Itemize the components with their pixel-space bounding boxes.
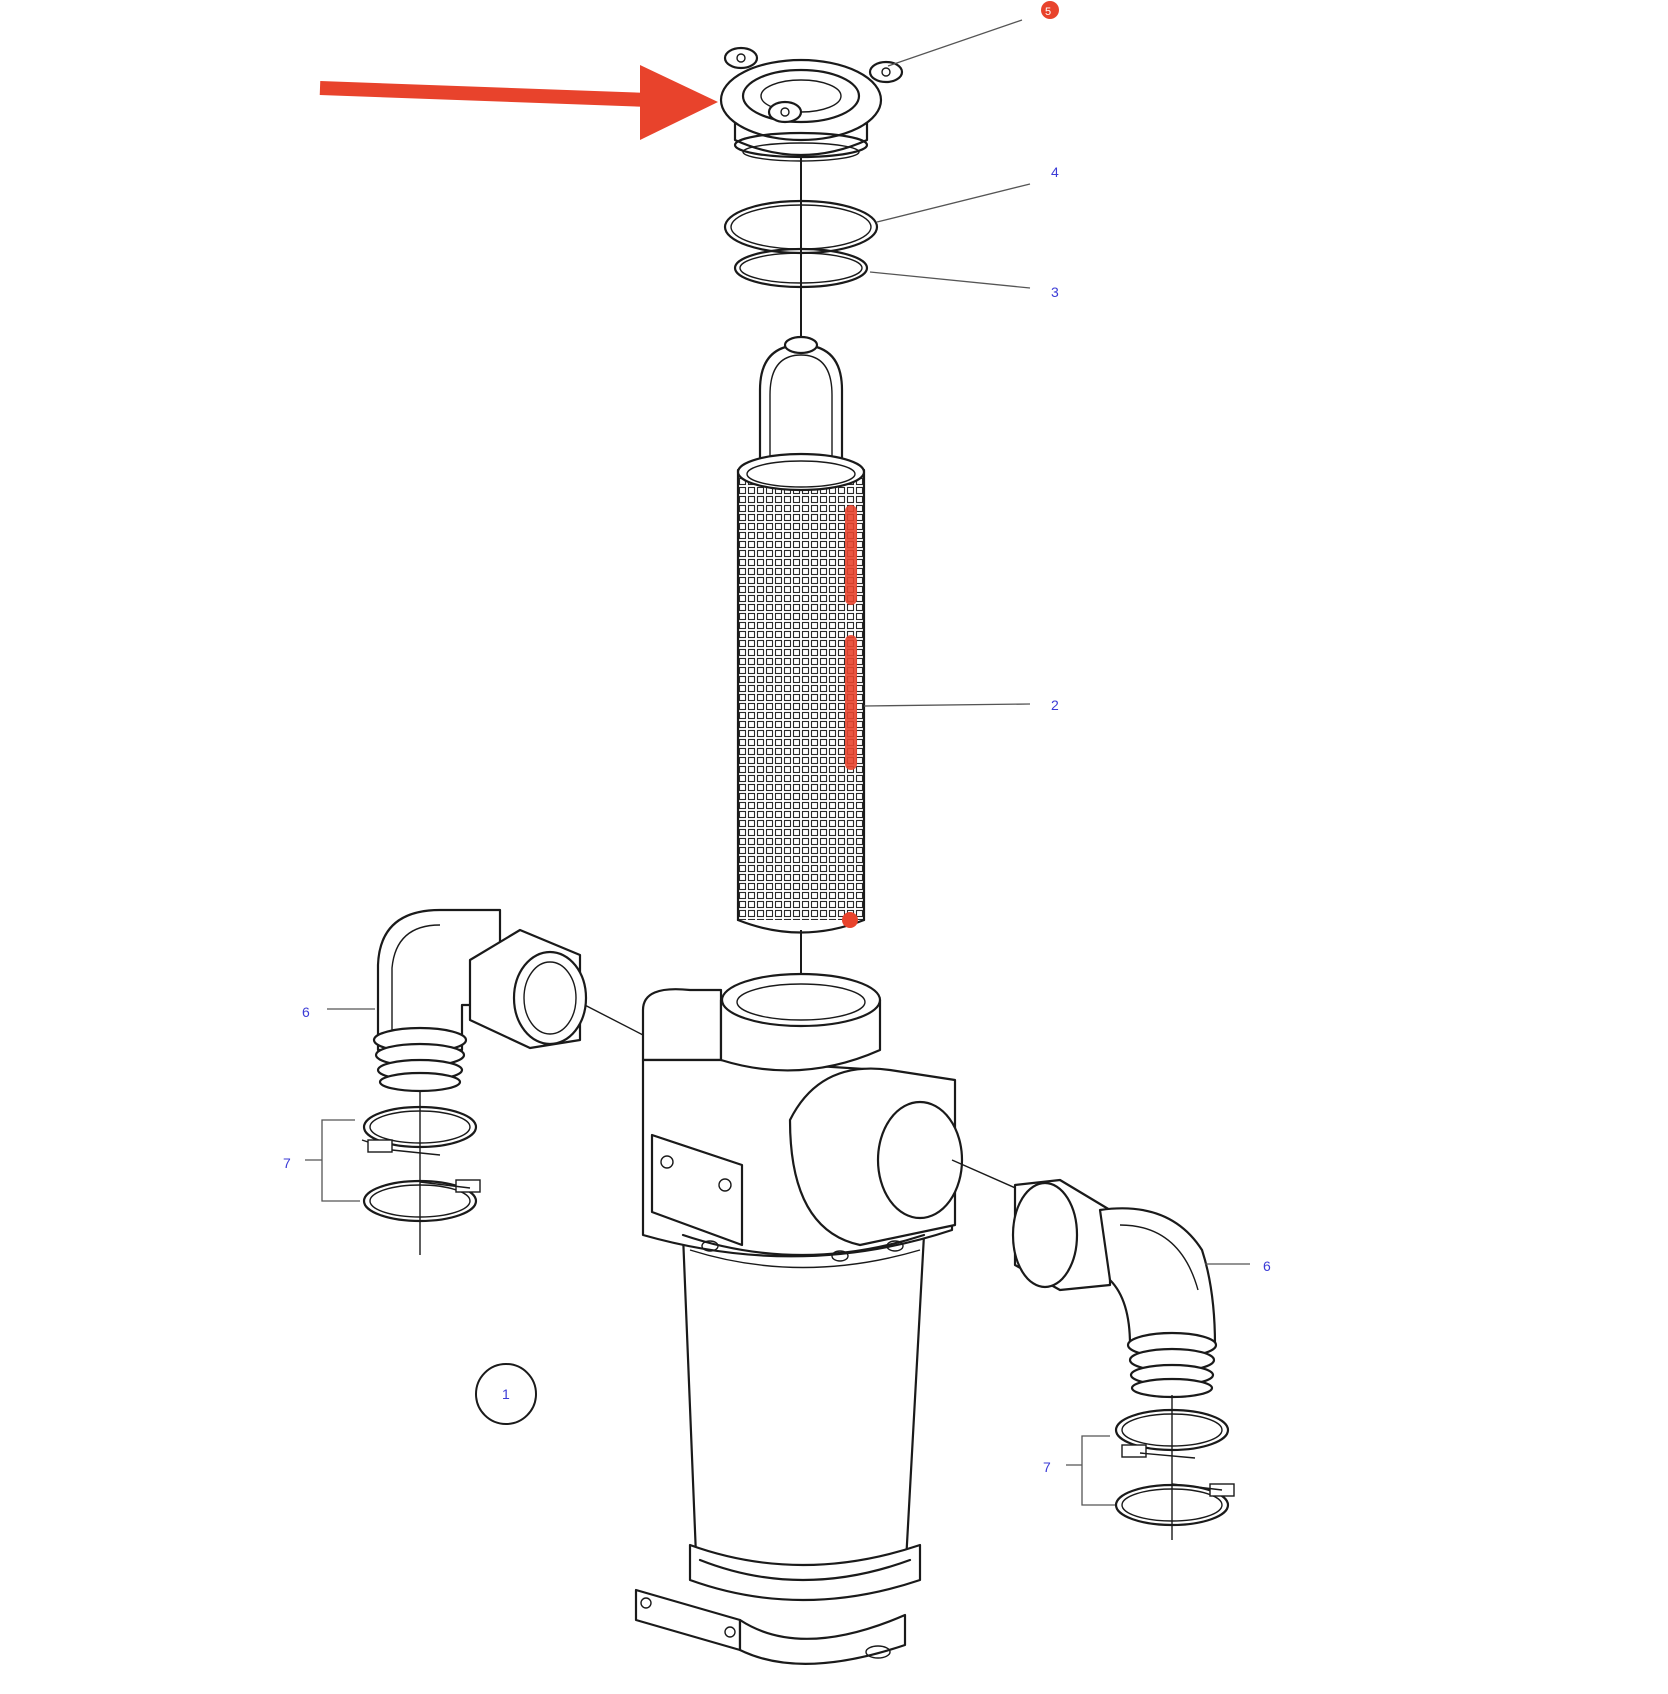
callout-7-left[interactable]: 7 [283, 1155, 291, 1171]
callout-2[interactable]: 2 [1051, 697, 1059, 713]
part-5-cover[interactable] [719, 46, 904, 162]
part-3-o-ring[interactable] [733, 247, 869, 289]
part-6-elbow-left[interactable] [372, 908, 644, 1093]
callout-3[interactable]: 3 [1051, 284, 1059, 300]
callout-1-circle [475, 1363, 537, 1425]
arrow-right-icon [319, 65, 718, 140]
part-6-elbow-right[interactable] [951, 1159, 1218, 1399]
callout-6-right[interactable]: 6 [1263, 1258, 1271, 1274]
part-2-strainer-basket[interactable] [736, 335, 866, 934]
part-1-housing[interactable] [634, 972, 964, 1665]
callout-1[interactable]: 1 [502, 1386, 510, 1402]
red-dot-icon [1041, 1, 1059, 19]
part-7-hose-clamps-right[interactable] [1114, 1395, 1235, 1540]
callout-5[interactable]: 5 [1045, 6, 1051, 18]
callout-4[interactable]: 4 [1051, 164, 1059, 180]
callout-6-left[interactable]: 6 [302, 1004, 310, 1020]
part-7-hose-clamps-left[interactable] [361, 1090, 481, 1255]
callout-7-right[interactable]: 7 [1043, 1459, 1051, 1475]
